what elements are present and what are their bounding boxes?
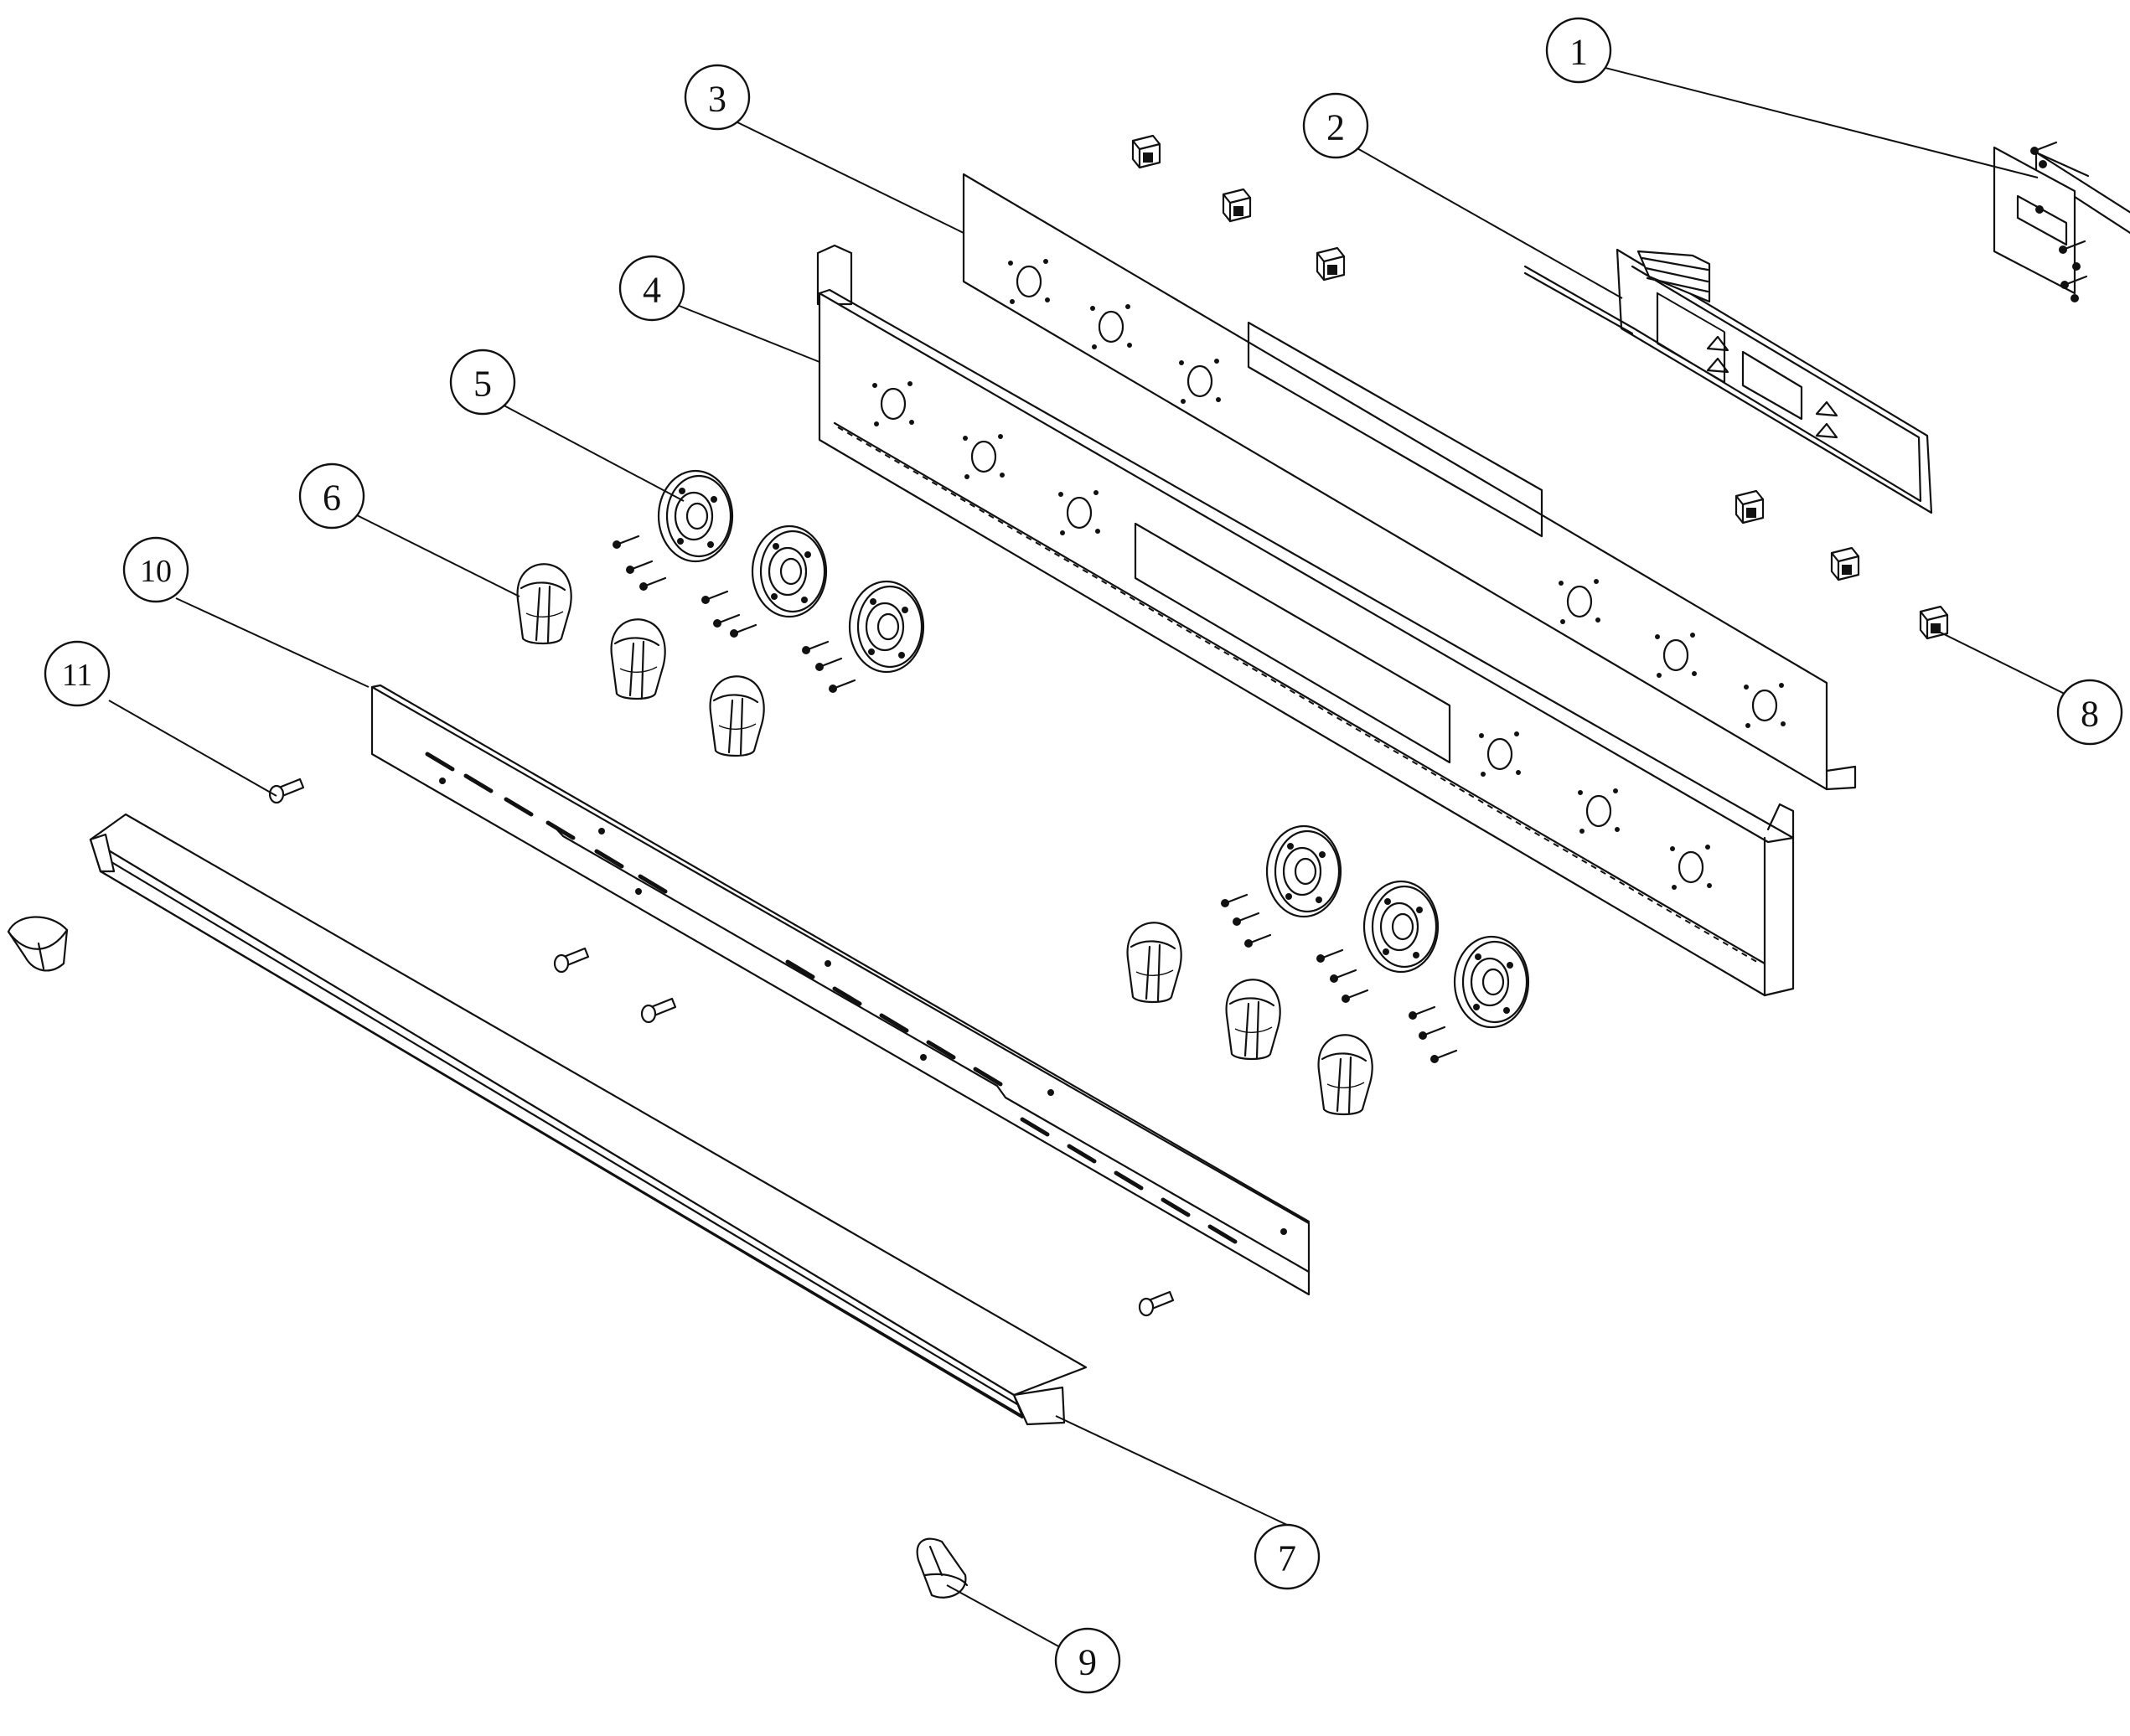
callout-4: 4 bbox=[618, 255, 685, 322]
callout-9: 9 bbox=[1054, 1627, 1121, 1694]
callout-7: 7 bbox=[1254, 1523, 1321, 1590]
display-board-part-2 bbox=[1523, 248, 1933, 514]
callout-label: 3 bbox=[708, 79, 726, 120]
mounting-bracket-part-10 bbox=[370, 684, 1311, 1296]
callout-label: 2 bbox=[1326, 107, 1345, 148]
callout-3: 3 bbox=[684, 64, 751, 131]
callout-label: 1 bbox=[1569, 32, 1588, 73]
callout-label: 6 bbox=[323, 478, 341, 519]
callout-5: 5 bbox=[449, 349, 516, 416]
rear-panel-part-3 bbox=[962, 173, 1857, 791]
callout-8: 8 bbox=[2056, 679, 2123, 746]
callout-2: 2 bbox=[1302, 92, 1369, 159]
callout-label: 4 bbox=[643, 270, 661, 311]
callout-6: 6 bbox=[298, 462, 365, 530]
callout-label: 5 bbox=[473, 364, 492, 405]
callout-10: 10 bbox=[122, 536, 189, 603]
callout-label: 8 bbox=[2081, 694, 2099, 735]
leader-lines bbox=[108, 65, 2079, 1653]
display-housing-part-1 bbox=[1993, 141, 2130, 302]
callout-label: 10 bbox=[140, 554, 172, 589]
control-panel-part-4 bbox=[816, 244, 1795, 997]
callout-label: 7 bbox=[1278, 1538, 1296, 1579]
callout-11: 11 bbox=[44, 640, 111, 707]
callout-label: 11 bbox=[62, 658, 93, 693]
front-trim-part-7 bbox=[89, 813, 1088, 1426]
end-caps-part-9 bbox=[7, 916, 969, 1599]
callout-1: 1 bbox=[1545, 17, 1612, 84]
callout-label: 9 bbox=[1078, 1642, 1097, 1683]
